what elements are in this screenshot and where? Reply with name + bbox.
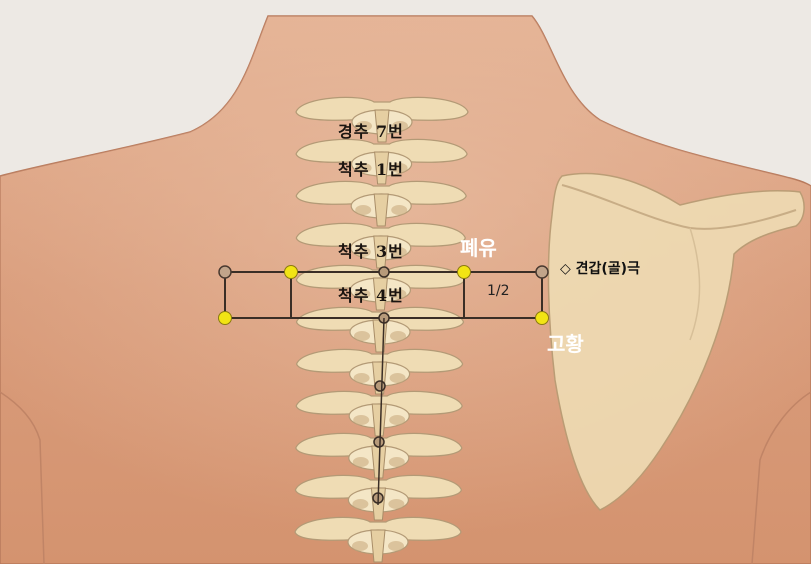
feiyu-point-left <box>285 266 298 279</box>
label-t1: 척추 1번 <box>338 156 404 180</box>
label-half: 1/2 <box>487 283 510 299</box>
label-c7: 경추 7번 <box>338 118 404 142</box>
gaohuang-point-right <box>536 312 549 325</box>
grid-corner-point <box>219 266 231 278</box>
label-feiyu: 폐유 <box>460 232 497 261</box>
label-t4: 척추 4번 <box>338 282 404 306</box>
gaohuang-point-left <box>219 312 232 325</box>
label-gaohuang: 고황 <box>547 328 584 357</box>
label-t3: 척추 3번 <box>338 238 404 262</box>
grid-corner-point <box>536 266 548 278</box>
label-scapular-spine: ◇ 견갑(골)극 <box>560 258 640 278</box>
feiyu-point-right <box>458 266 471 279</box>
